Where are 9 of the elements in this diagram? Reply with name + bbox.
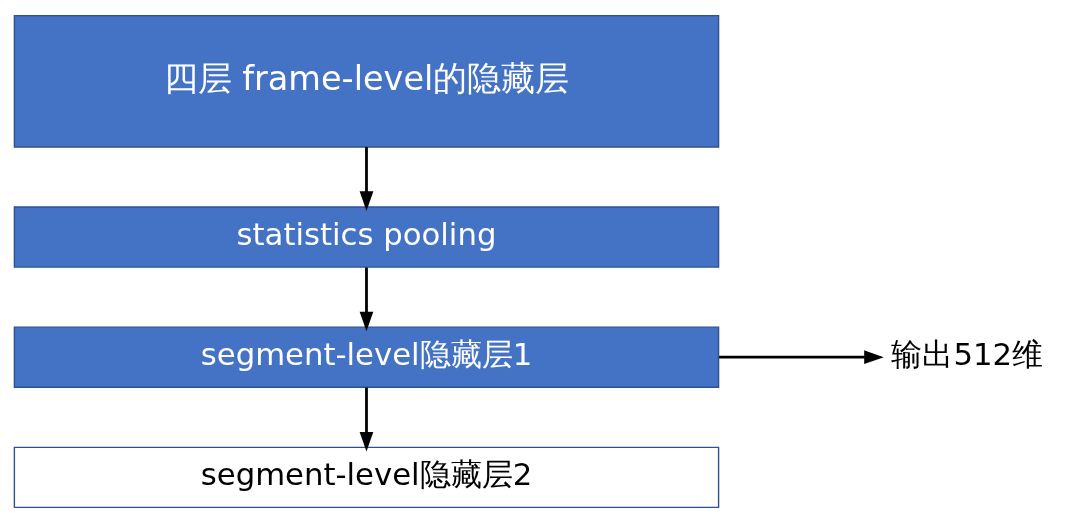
node-text: 输出512维	[891, 335, 1044, 372]
node-box: segment-level隐藏层1	[13, 325, 720, 388]
node-box: segment-level隐藏层2	[13, 446, 720, 508]
node-box: 四层 frame-level的隐藏层	[13, 14, 720, 148]
arrow	[359, 266, 374, 331]
node-box: statistics pooling	[13, 205, 720, 268]
arrow	[359, 146, 374, 211]
arrow	[719, 349, 884, 364]
arrow	[359, 387, 374, 451]
